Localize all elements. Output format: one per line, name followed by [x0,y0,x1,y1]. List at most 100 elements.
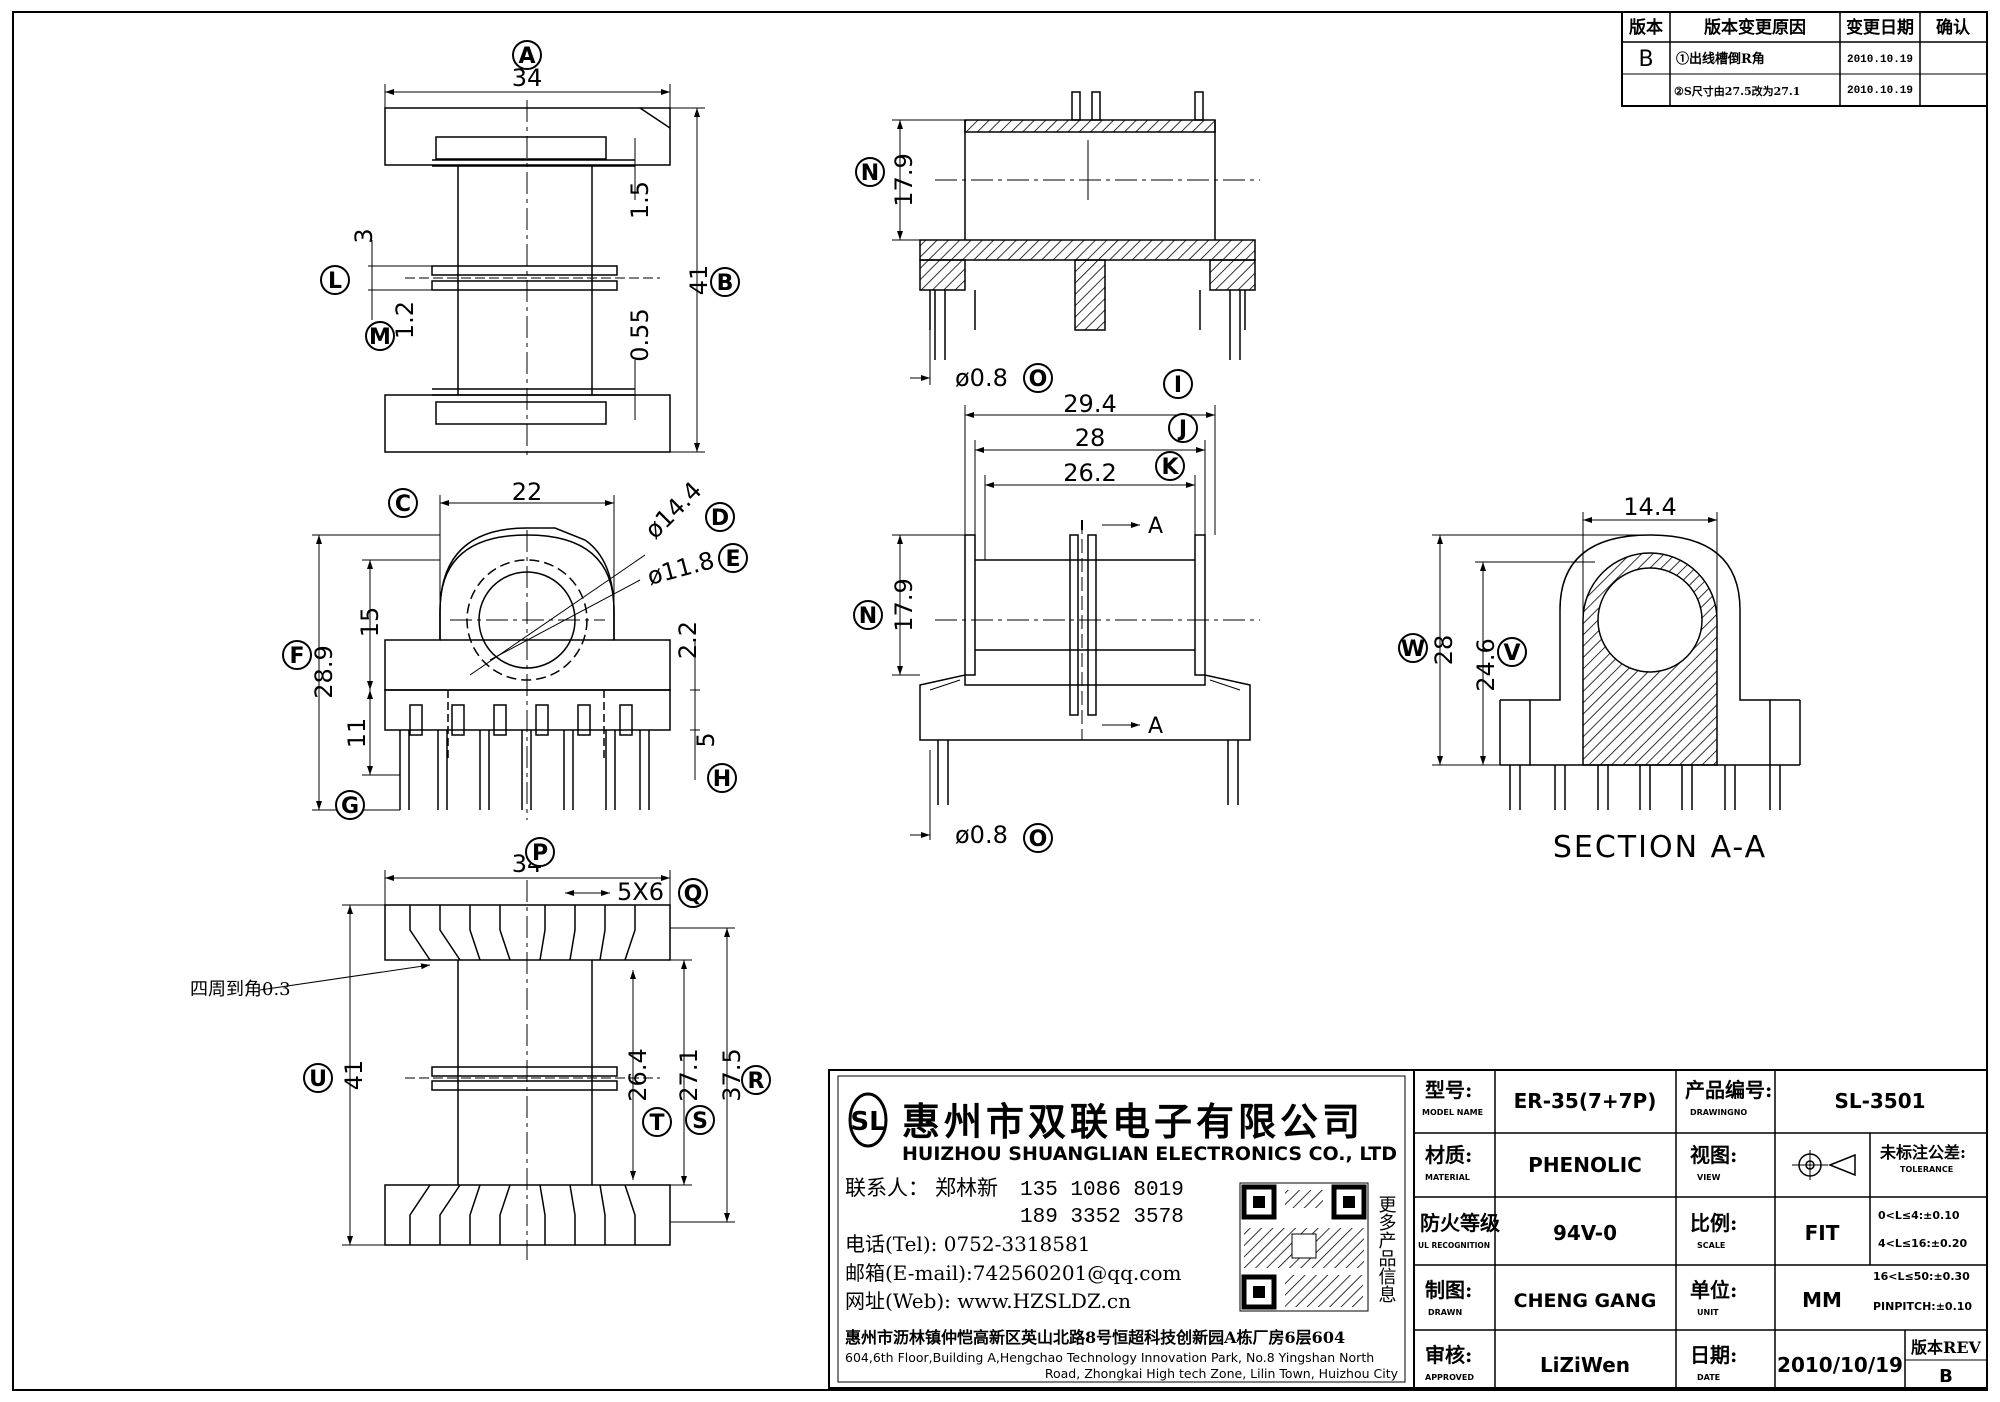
model-label: 型号: [1425,1078,1472,1102]
company-name-en: HUIZHOU SHUANGLIAN ELECTRONICS CO., LTD [902,1143,1397,1165]
rev-label: 版本REV [1910,1338,1981,1357]
tolerance-4: PINPITCH:±0.10 [1873,1300,1972,1313]
dim-u-value: 41 [340,1060,368,1091]
rev-value: B [1939,1366,1953,1387]
drawn-label: 制图: [1425,1278,1472,1302]
dim-055-value: 0.55 [626,308,654,361]
balloon-s: S [685,1105,715,1135]
dim-t-value: 26.4 [624,1048,652,1101]
balloon-p: P [525,837,555,867]
dim-w-value: 28 [1430,635,1458,666]
dim-b-value: 41 [685,265,713,296]
balloon-o-top: O [1023,363,1053,393]
dimension-balloons: A B L M N O I J K C D E F G H P Q U R S … [282,40,1527,1137]
balloon-n-top: N [855,157,885,187]
svg-text:C: C [395,492,411,517]
svg-text:N: N [861,161,879,186]
company-logo: SL [848,1092,888,1148]
dim-k-value: 26.2 [1063,459,1116,487]
tolerance-2: 4<L≤16:±0.20 [1878,1237,1968,1250]
rev-row1-date: 2010.10.19 [1847,54,1913,66]
approved-label-en: APPROVED [1425,1373,1474,1382]
view-label: 视图: [1690,1143,1737,1167]
svg-text:M: M [369,325,391,350]
svg-text:N: N [859,604,877,629]
dim-144-value: 14.4 [1623,493,1676,521]
svg-text:G: G [341,794,359,819]
balloon-q: Q [678,878,708,908]
balloon-j: J [1168,413,1198,443]
rev-header-reason: 版本变更原因 [1704,17,1806,38]
view-section-aa [1432,512,1801,810]
balloon-d: D [705,502,735,532]
balloon-e: E [718,543,748,573]
dim-15-value: 1.5 [626,181,654,219]
rev-row1-reason: ①出线槽倒R角 [1676,51,1765,67]
dim-e-value: ø11.8 [644,546,717,591]
material-label: 材质: [1425,1143,1472,1167]
dim-s-value: 27.1 [675,1048,703,1101]
title-block [1413,1069,1988,1389]
dim-5-value: 5 [692,732,720,747]
balloon-u: U [303,1063,333,1093]
company-tel: 电话(Tel): 0752-3318581 [845,1232,1090,1256]
svg-text:O: O [1029,827,1048,852]
unit-label-en: UNIT [1697,1308,1719,1317]
view-side-middle [892,405,1260,840]
unit-label: 单位: [1690,1278,1737,1302]
revision-table: 版本 版本变更原因 变更日期 确认 B ①出线槽倒R角 2010.10.19 ②… [1621,11,1988,107]
scale-label-en: SCALE [1697,1241,1725,1250]
rev-header-rev: 版本 [1629,17,1663,38]
dim-f-value: 28.9 [310,645,338,698]
balloon-r: R [741,1065,771,1095]
view-section-top [892,91,1260,385]
tolerance-1: 0<L≤4:±0.10 [1878,1209,1960,1222]
svg-text:B: B [717,271,734,296]
dim-n-mid-value: 17.9 [890,578,918,631]
contact-phone-2: 189 3352 3578 [1020,1206,1184,1229]
dim-d-value: ø14.4 [639,476,707,544]
view-label-en: VIEW [1697,1173,1721,1182]
svg-text:I: I [1174,373,1182,398]
approved-label: 审核: [1425,1343,1472,1367]
tolerance-3: 16<L≤50:±0.30 [1873,1270,1970,1283]
svg-text:V: V [1503,641,1520,666]
svg-text:R: R [748,1069,765,1094]
tolerance-label-en: TOLERANCE [1900,1165,1953,1174]
qr-note: 更多产品信息 [1376,1195,1397,1303]
flame-label-en: UL RECOGNITION [1418,1241,1490,1250]
balloon-w: W [1398,633,1428,663]
dim-j-value: 28 [1075,424,1106,452]
date-label: 日期: [1690,1343,1737,1367]
address-en-2: Road, Zhongkai High tech Zone, Lilin Tow… [1045,1366,1399,1381]
balloon-f: F [282,640,312,670]
svg-text:F: F [289,644,304,669]
drawn-label-en: DRAWN [1428,1308,1462,1317]
svg-text:E: E [725,547,740,572]
svg-text:W: W [1401,637,1425,662]
tolerance-label: 未标注公差: [1879,1143,1966,1162]
drawing-no-label-en: DRAWINGNO [1690,1108,1747,1117]
section-mark-a-top: A [1148,514,1163,539]
rev-row2-date: 2010.10.19 [1847,85,1913,97]
dim-15b-value: 15 [356,607,384,638]
balloon-n-mid: N [853,600,883,630]
address-en-1: 604,6th Floor,Building A,Hengchao Techno… [845,1350,1374,1365]
rev-header-date: 变更日期 [1846,17,1914,38]
model-value: ER-35(7+7P) [1514,1089,1657,1113]
approved-value: LiZiWen [1540,1353,1630,1377]
dim-c-value: 22 [512,478,543,506]
balloon-i: I [1163,369,1193,399]
balloon-k: K [1155,451,1185,481]
svg-text:S: S [692,1109,708,1134]
svg-text:K: K [1161,455,1179,480]
view-top-left [368,84,705,460]
svg-text:Q: Q [684,882,703,907]
dim-i-value: 29.4 [1063,390,1116,418]
material-label-en: MATERIAL [1425,1173,1470,1182]
company-email: 邮箱(E-mail):742560201@qq.com [845,1261,1181,1285]
contact-phone-1: 135 1086 8019 [1020,1179,1184,1202]
contact-label: 联系人： [845,1176,929,1200]
svg-text:SL: SL [850,1107,885,1137]
